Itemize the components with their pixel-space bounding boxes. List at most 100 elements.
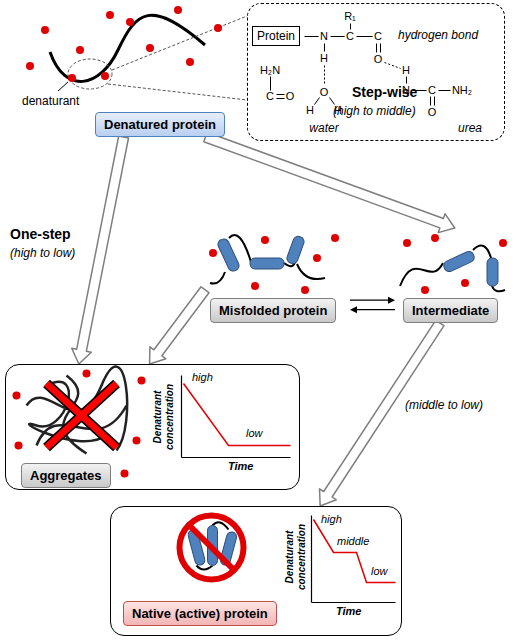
- misfolded-figure-part: [216, 235, 305, 273]
- aggregate-figure-part: [47, 384, 117, 448]
- chemical-structure-part: [270, 77, 271, 91]
- node-label: Time: [228, 460, 253, 473]
- block-arrow-shape: [320, 320, 445, 506]
- misfolded-figure-part: [210, 235, 325, 284]
- intermediate-figure-part-part: [403, 239, 411, 247]
- misfolded-figure-part-part: [331, 234, 339, 242]
- denatured-chain-part-part: [214, 24, 222, 32]
- misfolded-figure-part-part: [250, 258, 284, 269]
- aggregate-figure-part-part: [133, 437, 141, 445]
- aggregate-figure-part: [181, 376, 182, 458]
- chemical-structure-part: [385, 63, 401, 69]
- native-figure-part: [311, 516, 312, 603]
- atom-label: O: [320, 86, 329, 99]
- denatured-chain-part: [50, 15, 205, 81]
- aggregate-figure-part: [47, 384, 117, 448]
- aggregate-figure-part-part: [121, 470, 129, 478]
- denatured-chain-part: [108, 84, 247, 100]
- annotation: One-step: [10, 226, 71, 242]
- state-box: Denatured protein: [95, 112, 225, 137]
- state-box: Aggregates: [21, 463, 111, 488]
- atom-label: O: [428, 106, 437, 119]
- denatured-chain-part-part: [126, 18, 134, 26]
- chemical-structure-part: [439, 90, 451, 91]
- denatured-chain-part-part: [146, 44, 154, 52]
- node-label: Aggregates: [30, 468, 102, 483]
- intermediate-figure-part-part: [461, 279, 469, 287]
- misfolded-figure-part-part: [209, 249, 217, 257]
- denatured-chain-part: [26, 6, 222, 82]
- aggregate-figure-part-part: [13, 392, 21, 400]
- node-label: high: [192, 371, 213, 384]
- misfolded-figure-part: [209, 234, 339, 294]
- misfolded-figure-part-part: [301, 286, 309, 294]
- chemical-structure-part: [324, 66, 325, 85]
- native-figure-part: [314, 520, 396, 583]
- atom-label: C: [346, 30, 354, 43]
- misfolded-figure-part-part: [313, 254, 321, 262]
- node-label: low: [371, 565, 388, 578]
- atom-label: O: [374, 53, 383, 66]
- atom-label: C: [266, 90, 274, 103]
- node-label: Native (active) protein: [132, 606, 268, 621]
- result-panel: high low Denaturant concentrationTimeAggre…: [5, 364, 300, 490]
- block-arrow: [320, 320, 445, 506]
- chemical-structure-part: [350, 24, 351, 30]
- node-label: middle: [337, 535, 369, 548]
- node-label: Denaturant concentration: [284, 517, 308, 597]
- arrow-head: [388, 297, 395, 304]
- intermediate-figure-part-part: [431, 234, 439, 242]
- chemical-structure-part: [380, 44, 381, 53]
- state-group: Intermediate: [395, 228, 510, 323]
- aggregate-figure-part-part: [138, 377, 146, 385]
- atom-label: H₂N: [260, 64, 280, 77]
- result-panel: high middle low Denaturant concentrationTim…: [110, 506, 402, 636]
- atom-label: N: [320, 30, 328, 43]
- intermediate-figure-part: [400, 246, 505, 292]
- intermediate-figure-part-part: [487, 258, 498, 286]
- intermediate-figure-part: [442, 250, 498, 286]
- intermediate-figure-part-part: [499, 239, 507, 247]
- annotation: (high to low): [10, 246, 75, 260]
- chemical-structure-part: [277, 98, 285, 99]
- aggregate-figure-part-part: [83, 370, 91, 378]
- denatured-chain-part-part: [174, 6, 182, 14]
- annotation: (high to middle): [333, 104, 416, 118]
- chemical-structure-part: [277, 94, 285, 95]
- aggregate-figure-part: [47, 384, 117, 448]
- denatured-chain-part-part: [186, 58, 194, 66]
- intermediate-figure: [400, 234, 507, 294]
- equilibrium-arrow: [350, 297, 395, 304]
- native-figure-part: [180, 516, 244, 580]
- node-label: Time: [336, 605, 361, 618]
- equilibrium-arrow: [350, 306, 395, 313]
- denatured-chain-part-part: [101, 72, 109, 80]
- arrow-head: [350, 306, 357, 313]
- block-arrow: [204, 132, 455, 232]
- block-arrow-shape: [150, 287, 209, 364]
- chemical-structure-part: [376, 44, 377, 53]
- atom-label: H: [320, 52, 328, 65]
- atom-label: C: [374, 30, 382, 43]
- denatured-chain-part-part: [41, 26, 49, 34]
- denatured-chain-part: [58, 82, 68, 91]
- intermediate-figure-part: [403, 234, 507, 294]
- node-label: high: [321, 513, 342, 526]
- node-label: urea: [458, 121, 482, 135]
- chemical-structure-part: [430, 97, 431, 106]
- group-box: Protein: [252, 26, 300, 46]
- atom-label: R₁: [344, 10, 356, 23]
- aggregate-figure-part: [13, 370, 146, 478]
- node-label: Intermediate: [403, 298, 498, 323]
- node-label: water: [309, 121, 338, 135]
- intermediate-figure-part-part: [421, 286, 429, 294]
- node-label: Denaturant concentration: [152, 377, 176, 457]
- node-label: Denatured protein: [104, 117, 216, 132]
- block-arrow-shape: [204, 132, 455, 232]
- misfolded-figure-part-part: [286, 235, 306, 265]
- aggregate-figure-part-part: [15, 442, 23, 450]
- node-label: low: [246, 427, 263, 440]
- state-group: Misfolded protein: [205, 228, 350, 323]
- aggregate-figure-part: [27, 367, 128, 454]
- chemical-structure-part: [305, 36, 319, 37]
